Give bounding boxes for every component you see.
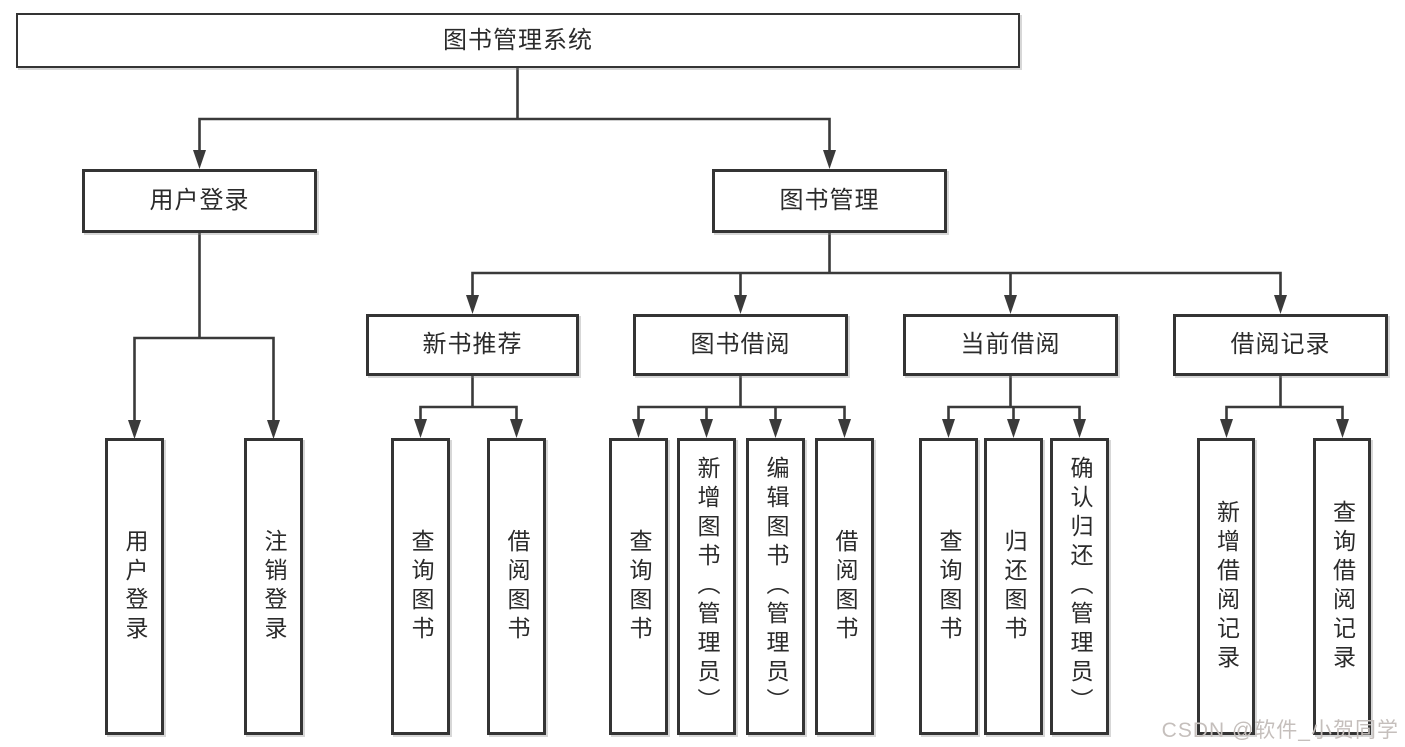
node-label: 新增图书（管理员）: [694, 456, 720, 717]
node-current-borrowing: 当前借阅: [903, 314, 1118, 376]
node-label: 用户登录: [149, 187, 250, 214]
node-confirm-return-admin: 确认归还（管理员）: [1050, 438, 1109, 735]
node-label: 借阅记录: [1230, 331, 1331, 358]
node-label: 新书推荐: [422, 331, 523, 358]
node-label: 当前借阅: [960, 331, 1061, 358]
arrowhead: [510, 419, 523, 438]
arrowhead: [1073, 419, 1086, 438]
node-label: 图书借阅: [690, 331, 791, 358]
node-label: 新增借阅记录: [1213, 499, 1240, 674]
arrowhead: [1007, 419, 1020, 438]
node-book-borrowing: 图书借阅: [633, 314, 848, 376]
arrowhead: [193, 150, 206, 169]
node-query-books-current: 查询图书: [919, 438, 978, 735]
node-edit-book-admin: 编辑图书（管理员）: [746, 438, 805, 735]
node-label: 借阅图书: [832, 528, 858, 645]
node-label: 图书管理系统: [443, 26, 593, 54]
arrowhead: [942, 419, 955, 438]
arrowhead: [769, 419, 782, 438]
arrowhead: [700, 419, 713, 438]
node-label: 借阅图书: [504, 528, 530, 645]
node-label: 确认归还（管理员）: [1067, 456, 1093, 717]
node-query-books-recommend: 查询图书: [391, 438, 450, 735]
node-label: 查询图书: [936, 528, 962, 645]
arrowhead: [1220, 419, 1233, 438]
arrowhead: [1004, 295, 1017, 314]
arrowhead: [823, 150, 836, 169]
node-label: 编辑图书（管理员）: [763, 456, 789, 717]
node-label: 归还图书: [1001, 528, 1027, 645]
arrowhead: [128, 420, 141, 439]
node-user-login: 用户登录: [82, 169, 317, 233]
node-new-book-recommendation: 新书推荐: [366, 314, 579, 376]
arrowhead: [1336, 419, 1349, 438]
node-borrowing-records: 借阅记录: [1173, 314, 1388, 376]
node-borrow-books-recommend: 借阅图书: [487, 438, 546, 735]
node-label: 注销登录: [261, 528, 287, 645]
node-label: 查询借阅记录: [1329, 499, 1356, 674]
node-add-book-admin: 新增图书（管理员）: [677, 438, 736, 735]
arrowhead: [632, 419, 645, 438]
arrowhead: [734, 295, 747, 314]
node-label: 图书管理: [779, 187, 880, 214]
node-library-system: 图书管理系统: [16, 13, 1020, 68]
node-book-management: 图书管理: [712, 169, 947, 233]
csdn-watermark: CSDN @软件_小贺同学: [1161, 718, 1399, 742]
node-logout-leaf: 注销登录: [244, 438, 303, 735]
arrowhead: [466, 295, 479, 314]
arrowhead: [1274, 295, 1287, 314]
node-user-login-leaf: 用户登录: [105, 438, 164, 735]
arrowhead: [838, 419, 851, 438]
node-add-borrow-record: 新增借阅记录: [1197, 438, 1255, 735]
node-label: 用户登录: [122, 528, 148, 645]
node-borrow-books-leaf: 借阅图书: [815, 438, 874, 735]
node-query-borrow-record: 查询借阅记录: [1313, 438, 1371, 735]
node-query-books-borrowing: 查询图书: [609, 438, 668, 735]
arrowhead: [267, 420, 280, 439]
node-label: 查询图书: [626, 528, 652, 645]
arrowhead: [414, 419, 427, 438]
node-label: 查询图书: [408, 528, 434, 645]
node-return-book: 归还图书: [984, 438, 1043, 735]
